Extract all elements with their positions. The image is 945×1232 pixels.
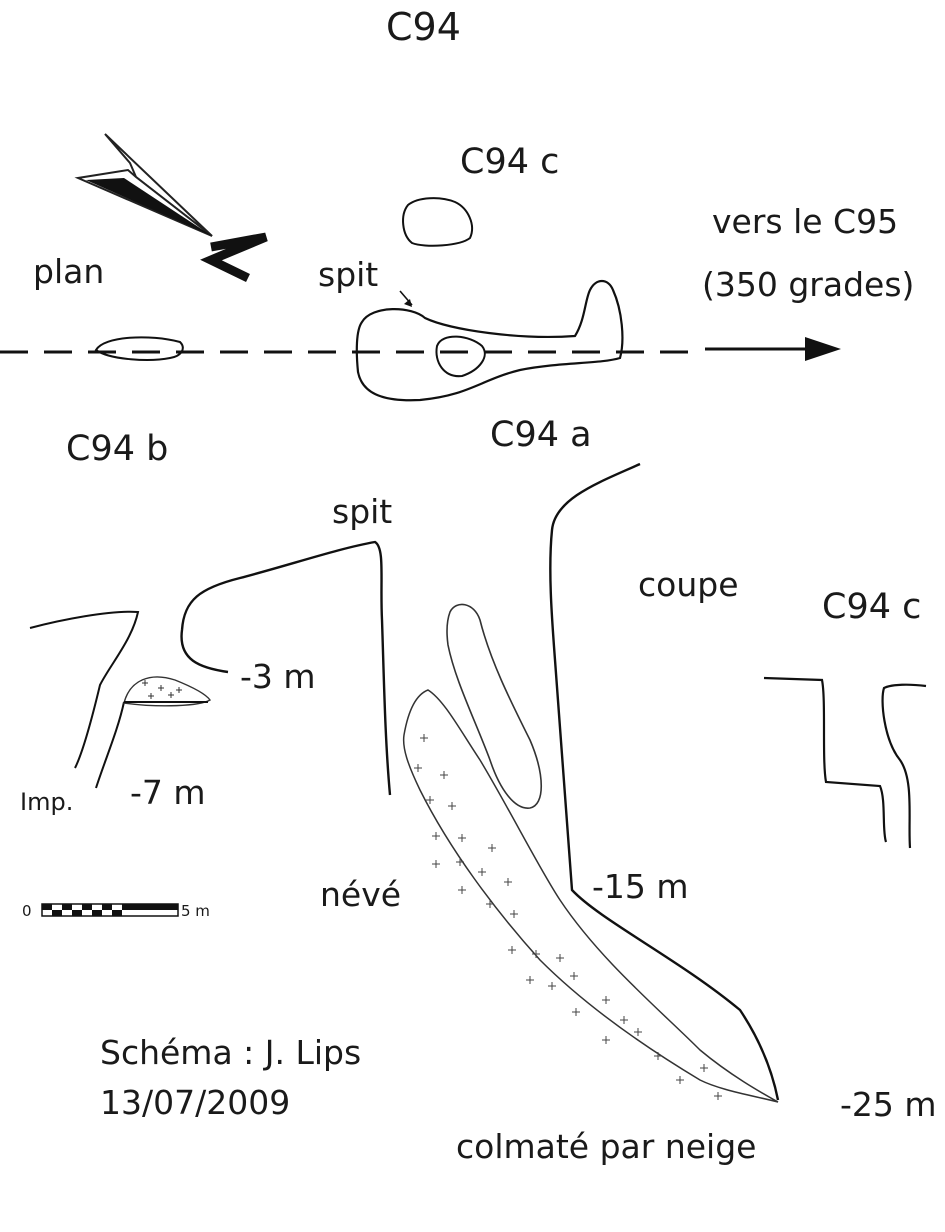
c94a-section-left-wall <box>180 540 392 796</box>
north-letter-icon <box>200 232 268 283</box>
plan-spit-label: spit <box>318 255 379 294</box>
plan-label: plan <box>33 252 105 291</box>
direction-arrow-icon <box>705 337 841 361</box>
c94a-inner-outline <box>435 335 486 378</box>
plan-entrance-c: C94 c <box>460 142 560 182</box>
rock-column-outline <box>446 603 543 809</box>
c94c-plan-outline <box>402 197 474 247</box>
depth-25m: -25 m <box>840 1085 937 1124</box>
c94b-plan-outline <box>94 336 184 361</box>
plan-entrance-b: C94 b <box>66 429 169 469</box>
neve-label: névé <box>320 875 402 914</box>
scale-end-label: 5 m <box>181 902 210 920</box>
depth-15m: -15 m <box>592 867 689 906</box>
c94b-section-wall-right <box>95 701 125 789</box>
neve-outline <box>402 689 779 1103</box>
page-title: C94 <box>386 5 461 49</box>
section-label: coupe <box>638 565 739 604</box>
snow-hatch-main <box>414 734 722 1100</box>
c94c-section-left-wall <box>763 676 888 843</box>
section-spit-label: spit <box>332 492 393 531</box>
c94b-section-wall <box>29 610 140 769</box>
plan-entrance-a: C94 a <box>490 415 592 455</box>
scale-start-label: 0 <box>22 902 32 920</box>
c94c-section-right-wall <box>881 683 927 849</box>
impassable-label: Imp. <box>20 788 74 816</box>
credit-author: Schéma : J. Lips <box>100 1033 362 1072</box>
depth-7m: -7 m <box>130 773 206 812</box>
north-arrow-icon <box>74 133 213 237</box>
c94a-plan-outline <box>355 279 624 402</box>
credit-date: 13/07/2009 <box>100 1083 291 1122</box>
snow-hatch-upper <box>142 680 182 699</box>
plan-direction-line2: (350 grades) <box>702 265 915 304</box>
scale-bar-icon <box>41 903 179 917</box>
snow-lens-upper <box>123 676 212 707</box>
c94a-section-right-wall <box>549 462 780 1101</box>
section-entrance-c: C94 c <box>822 587 922 627</box>
depth-3m: -3 m <box>240 657 316 696</box>
bottom-note: colmaté par neige <box>456 1127 757 1166</box>
plan-direction-line1: vers le C95 <box>712 202 899 241</box>
